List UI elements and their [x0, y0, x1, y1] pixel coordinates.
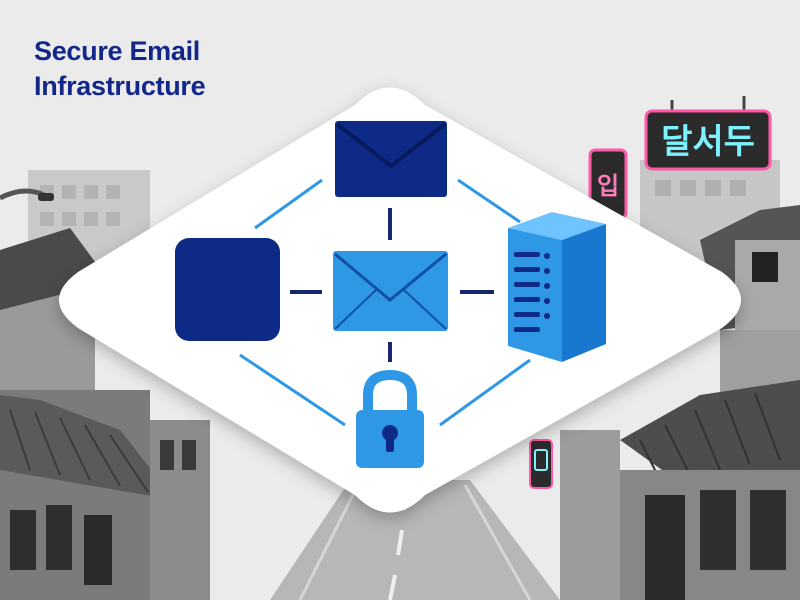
connector-bottom-right [439, 358, 531, 427]
neon-sign-main-text: 달서두 [661, 122, 755, 162]
page-title: Secure Email Infrastructure [34, 34, 206, 104]
left-house [0, 228, 210, 600]
top-envelope-icon [335, 121, 447, 197]
padlock-icon [356, 369, 424, 468]
neon-sign-main: 달서두 [644, 96, 772, 171]
connector-left-bottom [239, 353, 346, 427]
server-icon [508, 212, 606, 362]
connector-top-left [254, 178, 323, 230]
connectors [239, 178, 531, 427]
neon-sign-lower [529, 439, 553, 489]
left-square-tile-icon [175, 238, 280, 341]
neon-sign-vertical-text: 입 [597, 172, 619, 200]
street-lamp [0, 188, 54, 201]
road [270, 480, 560, 600]
title-line-2: Infrastructure [34, 71, 206, 101]
connector-top-right [457, 178, 521, 224]
center-envelope-icon [333, 251, 448, 331]
title-line-1: Secure Email [34, 36, 200, 66]
